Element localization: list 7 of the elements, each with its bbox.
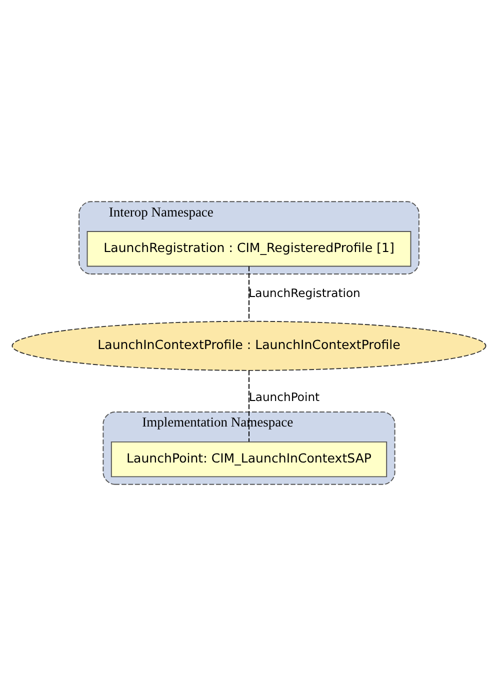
node-ellipse: LaunchInContextProfile : LaunchInContextProfile [12,320,486,370]
node-box: LaunchPoint: CIM_LaunchInContextSAP [110,440,388,477]
edge-label: LaunchRegistration [248,285,360,300]
connector [248,265,250,322]
connector [248,370,250,442]
node-box: LaunchRegistration : CIM_RegisteredProfile [1] [86,230,412,266]
edge-label: LaunchPoint [248,389,320,404]
